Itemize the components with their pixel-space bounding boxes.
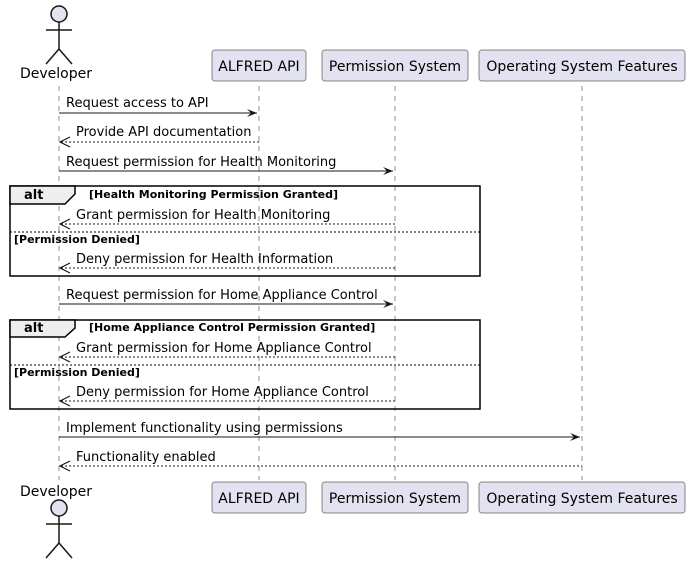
arrowhead-left-icon [58, 351, 71, 363]
actor-head-icon [50, 5, 68, 23]
message-label: Deny permission for Home Appliance Contr… [76, 385, 369, 400]
alt-fragment-1: alt [Health Monitoring Permission Grante… [9, 185, 481, 277]
else-guard: [Permission Denied] [14, 233, 140, 246]
arrowhead-left-icon [58, 218, 71, 230]
message-label: Grant permission for Home Appliance Cont… [76, 341, 372, 356]
participant-box-permission-system-top [321, 49, 469, 82]
alt-fragment-2: alt [Home Appliance Control Permission G… [9, 319, 481, 410]
participant-label-os-features-bottom: Operating System Features [486, 491, 677, 507]
actor-label-bottom: Developer [20, 484, 92, 500]
participant-box-os-features-bottom [478, 481, 686, 514]
arrowhead-left-icon [58, 136, 71, 148]
arrowhead-right-icon [383, 300, 393, 308]
participant-label-alfred-api-bottom: ALFRED API [218, 491, 299, 507]
message-label: Grant permission for Health Monitoring [76, 208, 330, 223]
participant-box-permission-system-bottom [321, 481, 469, 514]
message-label: Request permission for Health Monitoring [66, 155, 336, 170]
message-label: Request access to API [66, 96, 209, 111]
participant-label-permission-system-bottom: Permission System [329, 491, 461, 507]
fragment-guard: [Home Appliance Control Permission Grant… [89, 321, 375, 334]
actor-label-top: Developer [20, 66, 92, 82]
messages: Request access to API Provide API docume… [58, 96, 582, 472]
fragment-guard: [Health Monitoring Permission Granted] [89, 188, 338, 201]
fragment-header [9, 185, 76, 205]
fragment-frame [9, 185, 481, 277]
participant-box-os-features-top [478, 49, 686, 82]
fragment-header [9, 319, 76, 338]
actor-developer-bottom [45, 499, 73, 559]
fragment-keyword: alt [24, 188, 43, 203]
participant-label-alfred-api-top: ALFRED API [218, 59, 299, 75]
arrowhead-left-icon [58, 262, 71, 274]
message-label: Deny permission for Health Information [76, 252, 333, 267]
actor-developer-top [45, 5, 73, 65]
actor-head-icon [50, 499, 68, 517]
arrowhead-right-icon [570, 433, 580, 441]
message-label: Implement functionality using permission… [66, 421, 343, 436]
message-label: Functionality enabled [76, 450, 216, 465]
fragment-keyword: alt [24, 321, 43, 336]
arrowhead-left-icon [58, 395, 71, 407]
participant-label-permission-system-top: Permission System [329, 59, 461, 75]
arrowhead-right-icon [247, 109, 257, 117]
participant-label-os-features-top: Operating System Features [486, 59, 677, 75]
participant-box-alfred-api-bottom [211, 481, 307, 514]
message-label: Provide API documentation [76, 125, 251, 140]
arrowhead-left-icon [58, 460, 71, 472]
participant-box-alfred-api-top [211, 49, 307, 82]
else-guard: [Permission Denied] [14, 366, 140, 379]
arrowhead-right-icon [383, 167, 393, 175]
message-label: Request permission for Home Appliance Co… [66, 288, 378, 303]
